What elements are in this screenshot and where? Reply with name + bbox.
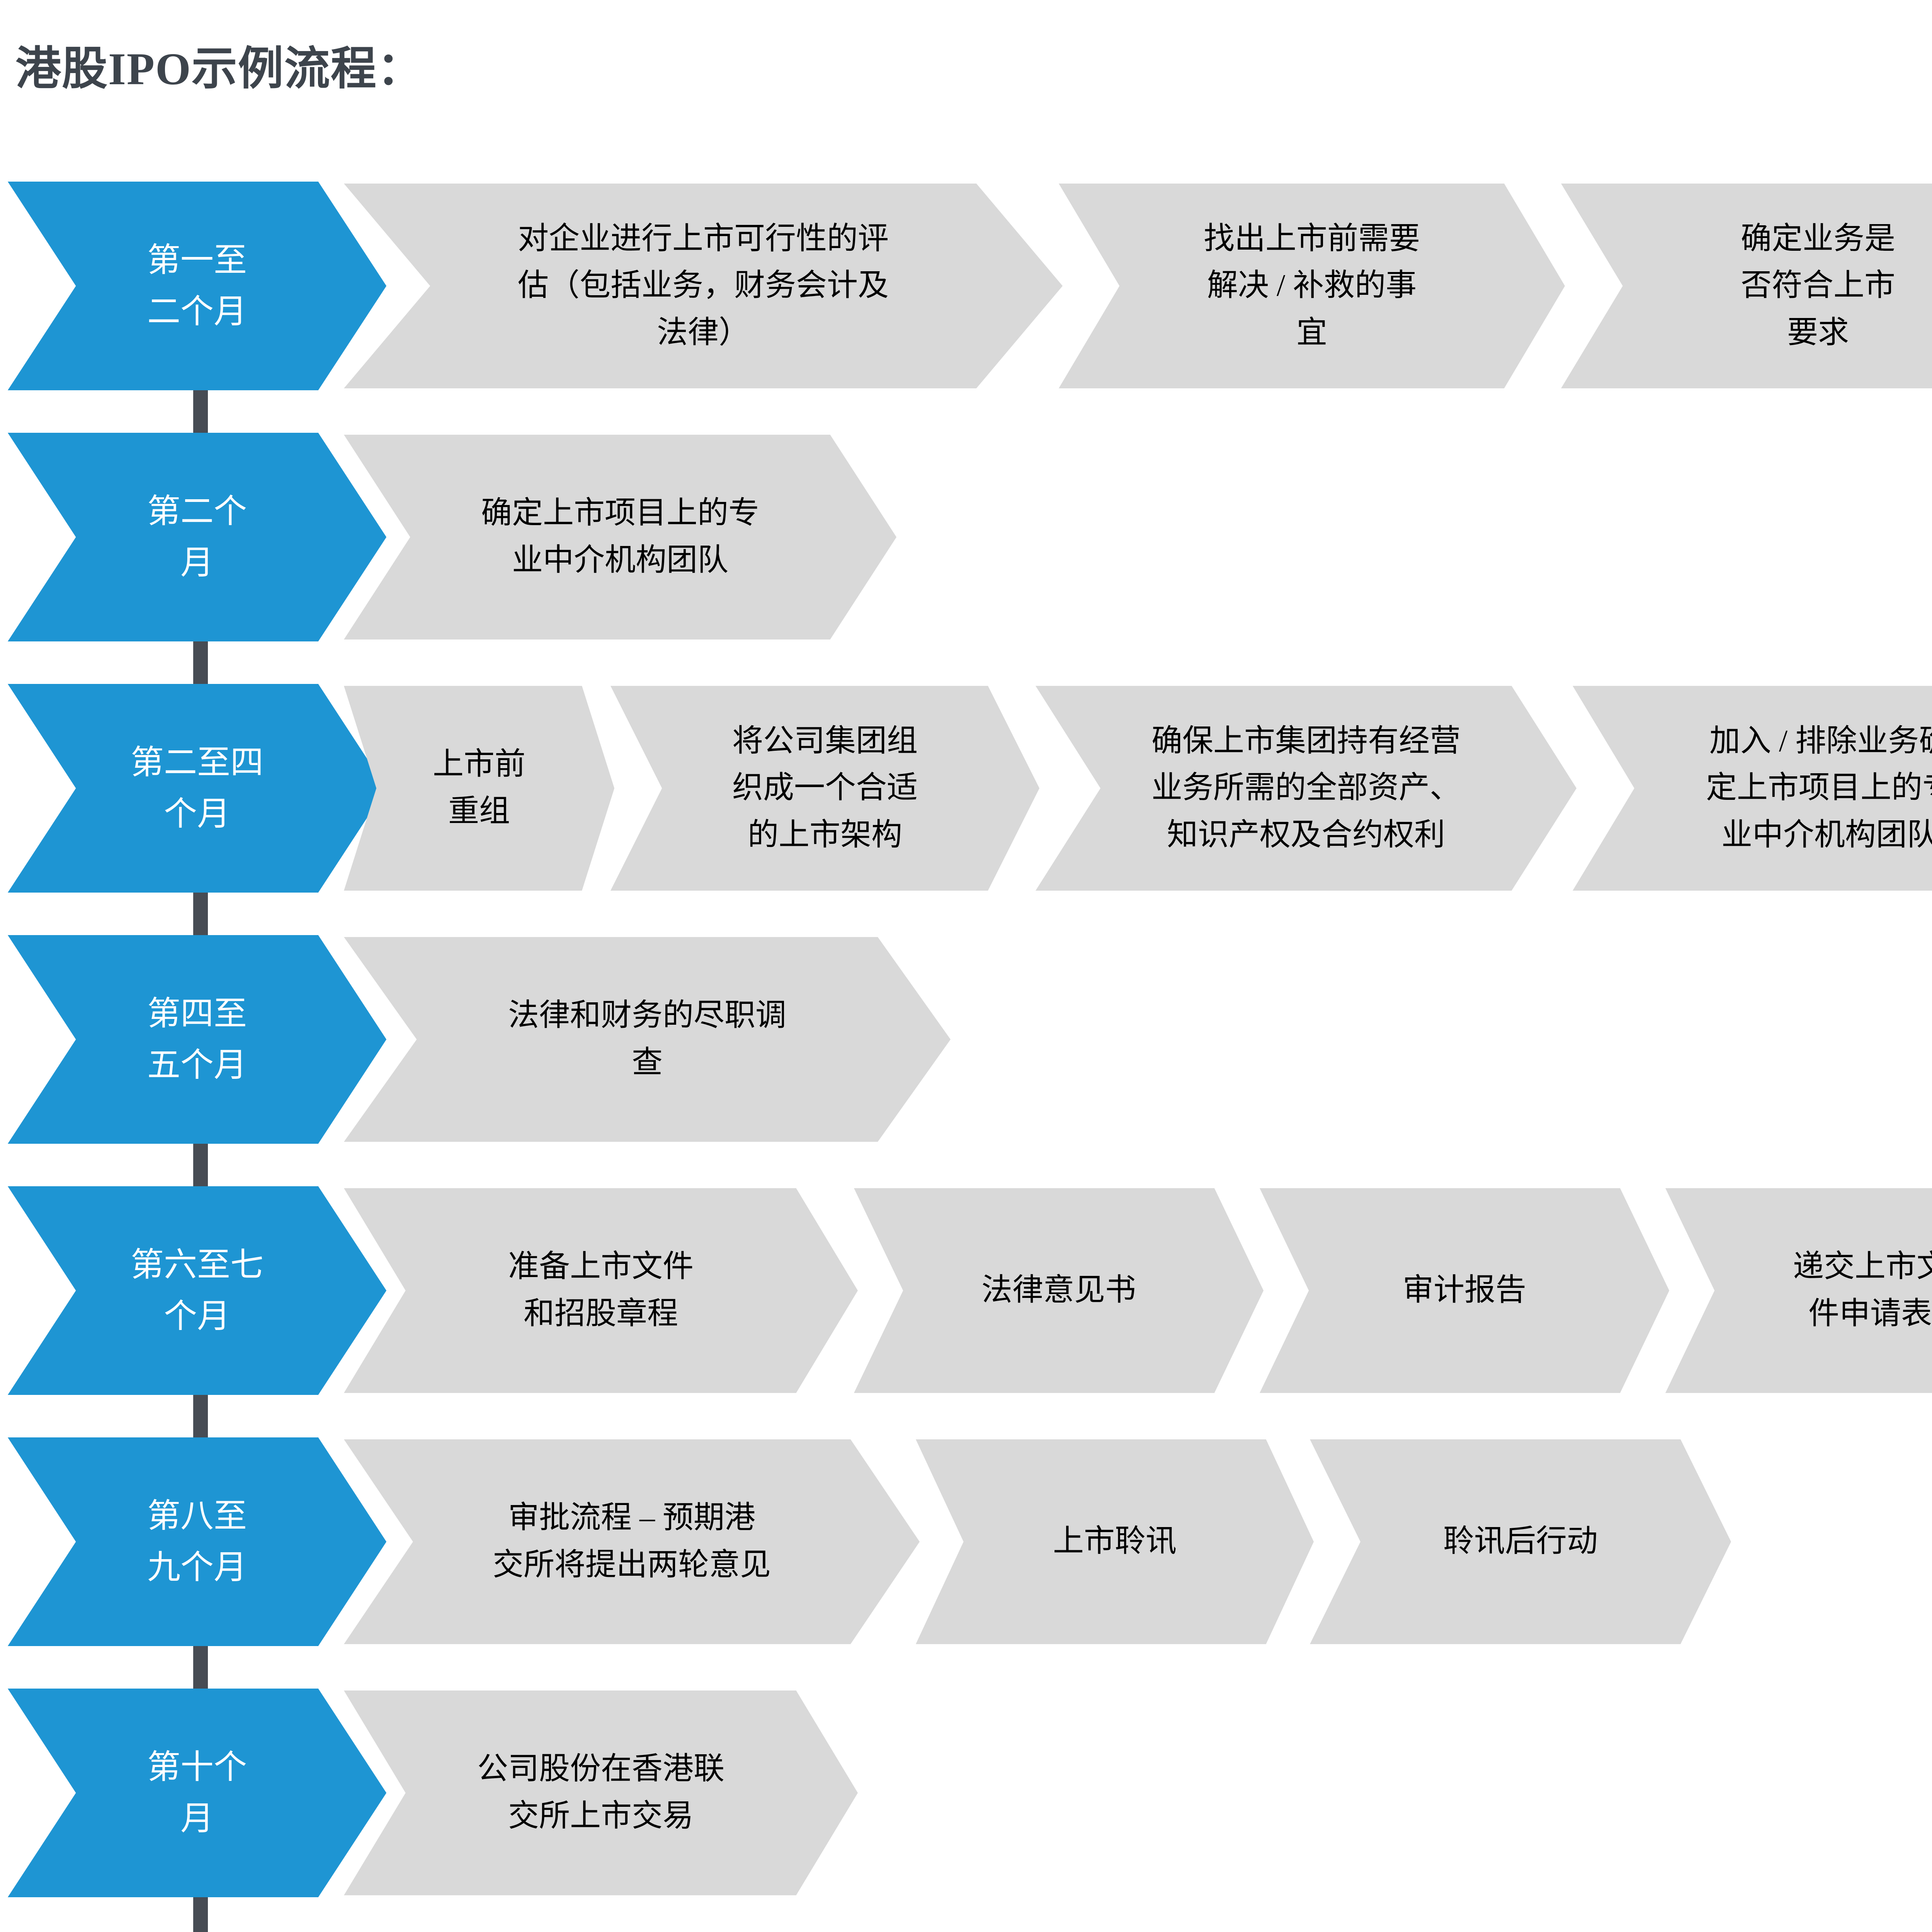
step-chevron-6-1[interactable]: 审批流程 – 预期港交所将提出两轮意见 [344, 1439, 920, 1644]
month-label: 第二个月 [147, 492, 247, 581]
month-label: 第四至五个月 [147, 995, 247, 1083]
step-label: 法律和财务的尽职调查 [508, 998, 786, 1080]
flow-row: 第四至五个月 法律和财务的尽职调查 [0, 935, 1932, 1194]
step-chevron-6-3[interactable]: 聆讯后行动 [1310, 1439, 1731, 1644]
month-label: 第六至七个月 [131, 1246, 264, 1335]
month-chevron-1[interactable]: 第一至二个月 [8, 182, 386, 390]
step-label: 法律意见书 [981, 1273, 1136, 1308]
step-chevron-3-1[interactable]: 上市前重组 [344, 686, 614, 891]
flow-row: 第六至七个月 准备上市文件和招股章程 法律意见书 审计报告 递交上市文件申请表 [0, 1186, 1932, 1445]
step-label: 审批流程 – 预期港交所将提出两轮意见 [493, 1501, 771, 1582]
row-connector [193, 1391, 208, 1445]
row-connector [193, 1140, 208, 1194]
step-label: 聆讯后行动 [1443, 1524, 1598, 1559]
step-label: 确定上市项目上的专业中介机构团队 [481, 496, 759, 577]
step-chevron-3-4[interactable]: 加入 / 排除业务确定上市项目上的专业中介机构团队 [1573, 686, 1932, 891]
step-chevron-5-4[interactable]: 递交上市文件申请表 [1665, 1188, 1932, 1393]
month-label: 第十个月 [147, 1748, 247, 1837]
step-label: 公司股份在香港联交所上市交易 [477, 1752, 724, 1833]
month-chevron-7[interactable]: 第十个月 [8, 1689, 386, 1897]
month-chevron-4[interactable]: 第四至五个月 [8, 935, 386, 1144]
step-label: 准备上市文件和招股章程 [508, 1250, 694, 1331]
row-connector [193, 638, 208, 692]
page-title: 港股IPO示例流程： [15, 44, 423, 94]
step-chevron-1-3[interactable]: 确定业务是否符合上市要求 [1561, 184, 1932, 388]
row-connector [193, 1642, 208, 1696]
step-chevron-6-2[interactable]: 上市聆讯 [916, 1439, 1314, 1644]
month-label: 第一至二个月 [147, 241, 247, 330]
flow-row: 第十个月 公司股份在香港联交所上市交易 [0, 1689, 1932, 1932]
step-label: 找出上市前需要解决 / 补救的事宜 [1204, 221, 1420, 350]
step-label: 确保上市集团持有经营业务所需的全部资产、知识产权及合约权利 [1151, 724, 1461, 852]
month-chevron-3[interactable]: 第二至四个月 [8, 684, 386, 893]
step-label: 上市前重组 [433, 747, 526, 828]
row-connector [193, 1893, 208, 1932]
step-label: 确定业务是否符合上市要求 [1741, 221, 1895, 350]
step-label: 将公司集团组织成一个合适的上市架构 [732, 724, 918, 852]
step-chevron-5-3[interactable]: 审计报告 [1260, 1188, 1669, 1393]
ipo-process-flowchart: 第一至二个月 对企业进行上市可行性的评估（包括业务，财务会计及法律） 找出上市前需要… [0, 182, 1932, 1932]
row-connector [193, 889, 208, 943]
month-chevron-5[interactable]: 第六至七个月 [8, 1186, 386, 1395]
step-chevron-1-2[interactable]: 找出上市前需要解决 / 补救的事宜 [1059, 184, 1565, 388]
month-chevron-6[interactable]: 第八至九个月 [8, 1437, 386, 1646]
step-chevron-4-1[interactable]: 法律和财务的尽职调查 [344, 937, 951, 1142]
step-chevron-3-3[interactable]: 确保上市集团持有经营业务所需的全部资产、知识产权及合约权利 [1036, 686, 1577, 891]
step-label: 上市聆讯 [1053, 1524, 1177, 1559]
flow-row: 第八至九个月 审批流程 – 预期港交所将提出两轮意见 上市聆讯 聆讯后行动 [0, 1437, 1932, 1696]
month-chevron-2[interactable]: 第二个月 [8, 433, 386, 641]
flow-row: 第二个月 确定上市项目上的专业中介机构团队 [0, 433, 1932, 692]
step-label: 对企业进行上市可行性的评估（包括业务，财务会计及法律） [518, 221, 889, 350]
step-chevron-5-1[interactable]: 准备上市文件和招股章程 [344, 1188, 858, 1393]
step-chevron-3-2[interactable]: 将公司集团组织成一个合适的上市架构 [611, 686, 1039, 891]
step-chevron-2-1[interactable]: 确定上市项目上的专业中介机构团队 [344, 435, 896, 639]
step-label: 加入 / 排除业务确定上市项目上的专业中介机构团队 [1706, 724, 1932, 852]
step-chevron-5-2[interactable]: 法律意见书 [854, 1188, 1264, 1393]
step-chevron-7-1[interactable]: 公司股份在香港联交所上市交易 [344, 1690, 858, 1895]
step-label: 审计报告 [1403, 1273, 1526, 1308]
month-label: 第二至四个月 [131, 743, 264, 832]
step-chevron-1-1[interactable]: 对企业进行上市可行性的评估（包括业务，财务会计及法律） [344, 184, 1063, 388]
step-label: 递交上市文件申请表 [1793, 1250, 1932, 1331]
month-label: 第八至九个月 [147, 1497, 247, 1586]
row-connector [193, 386, 208, 440]
flow-row: 第一至二个月 对企业进行上市可行性的评估（包括业务，财务会计及法律） 找出上市前需要… [0, 182, 1932, 440]
flow-row: 第二至四个月 上市前重组 将公司集团组织成一个合适的上市架构 确保上市集团持有经营业务… [0, 684, 1932, 943]
